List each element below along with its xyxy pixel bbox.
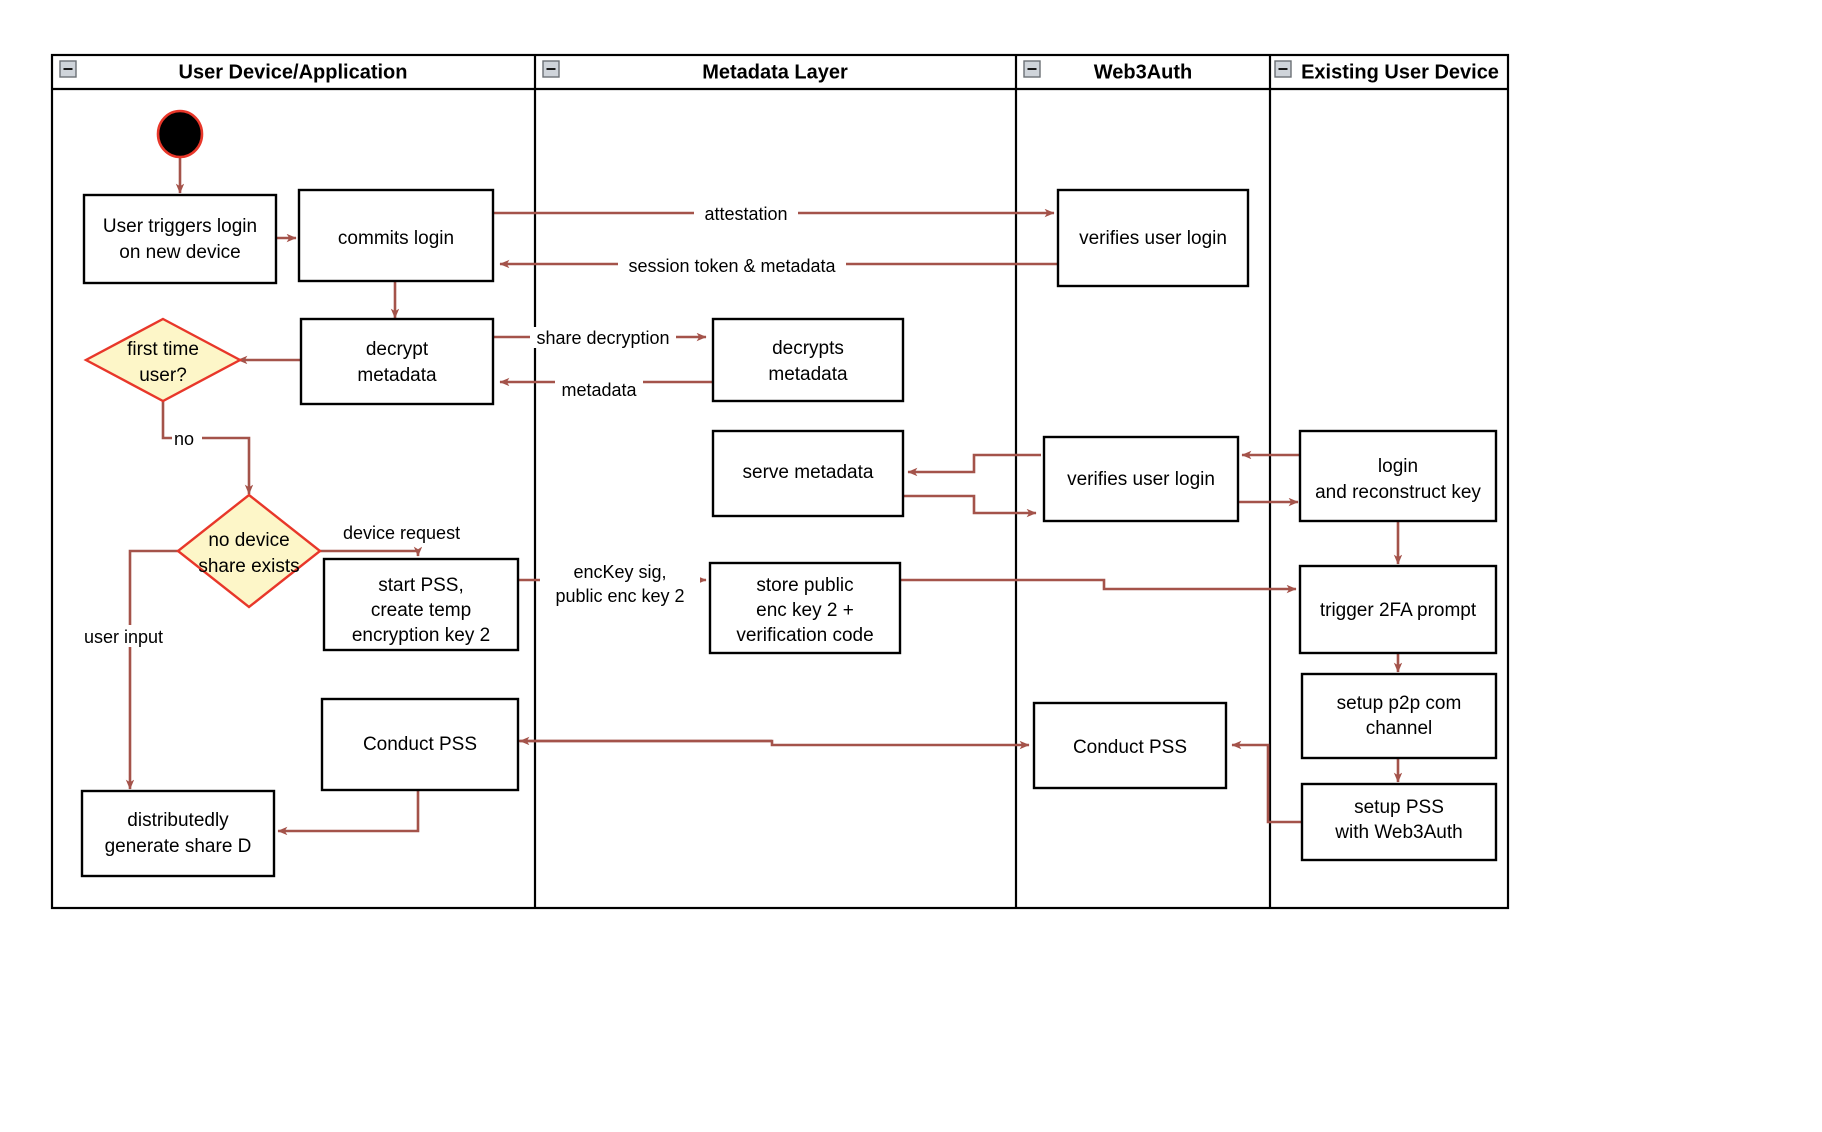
edge-label-attestation: attestation	[694, 203, 798, 224]
edge-label-metadata: metadata	[555, 379, 643, 400]
node-label-line: share exists	[198, 556, 299, 577]
lane-header-user-device[interactable]: User Device/Application	[59, 60, 408, 83]
lane-title-web3auth: Web3Auth	[1094, 61, 1193, 83]
edge-label-text: share decryption	[536, 328, 669, 348]
edge-label-text: device request	[343, 523, 460, 543]
node-no-device-share-exists[interactable]: no device share exists	[176, 493, 322, 609]
minus-box-icon[interactable]	[542, 60, 560, 78]
node-label-line: verification code	[736, 625, 873, 646]
node-label-line: setup p2p com	[1337, 693, 1462, 714]
node-login-and-reconstruct-key[interactable]: login and reconstruct key	[1298, 429, 1498, 523]
edge-label-text: metadata	[561, 380, 637, 400]
node-label-line: metadata	[357, 365, 437, 386]
node-label-line: Conduct PSS	[1073, 737, 1187, 758]
node-label-line: first time	[127, 339, 199, 360]
node-setup-pss-with-web3auth[interactable]: setup PSS with Web3Auth	[1300, 782, 1498, 862]
lane-header-metadata-layer[interactable]: Metadata Layer	[542, 60, 848, 83]
node-label-line: create temp	[371, 600, 471, 621]
node-label-line: distributedly	[127, 810, 229, 831]
node-serve-metadata[interactable]: serve metadata	[711, 429, 905, 518]
node-user-triggers-login[interactable]: User triggers login on new device	[82, 193, 278, 285]
node-decrypt-metadata[interactable]: decrypt metadata	[299, 317, 495, 406]
node-label-line: generate share D	[105, 836, 252, 857]
node-label-line: metadata	[768, 364, 848, 385]
edge-label-enckey-sig: encKey sig, public enc key 2	[540, 561, 700, 607]
edge-label-text: encKey sig,	[573, 562, 666, 582]
edge-label-user-input: user input	[82, 625, 178, 647]
node-trigger-2fa-prompt[interactable]: trigger 2FA prompt	[1298, 564, 1498, 655]
node-commits-login[interactable]: commits login	[297, 188, 495, 283]
node-label-line: serve metadata	[743, 462, 874, 483]
node-label-line: trigger 2FA prompt	[1320, 600, 1477, 621]
node-verifies-user-login-top[interactable]: verifies user login	[1056, 188, 1250, 288]
flow-verifies-user-login-to-serve-metadata	[907, 453, 1041, 477]
node-label-line: decrypt	[366, 339, 429, 360]
node-label-line: user?	[139, 365, 187, 386]
node-first-time-user[interactable]: first time user?	[83, 317, 243, 403]
edge-label-text: public enc key 2	[555, 586, 684, 606]
lane-title-metadata-layer: Metadata Layer	[702, 61, 848, 83]
node-label-line: no device	[208, 530, 289, 551]
edge-label-session-token-metadata: session token & metadata	[618, 254, 846, 276]
node-label-line: enc key 2 +	[756, 600, 854, 621]
flow-user-input	[125, 549, 181, 790]
edge-label-no: no	[172, 429, 202, 449]
node-label-line: encryption key 2	[352, 625, 490, 646]
flow-no-branch	[161, 400, 254, 495]
edge-label-share-decryption: share decryption	[530, 327, 676, 348]
edge-label-text: no	[174, 429, 194, 449]
node-label-line: decrypts	[772, 338, 844, 359]
flow-serve-metadata-to-verifies-user-login	[903, 494, 1037, 518]
node-label-line: User triggers login	[103, 216, 257, 237]
node-conduct-pss-user[interactable]: Conduct PSS	[320, 697, 520, 792]
node-label-line: on new device	[119, 242, 240, 263]
edge-label-device-request: device request	[343, 523, 460, 543]
node-label-line: channel	[1366, 718, 1433, 739]
node-label-line: with Web3Auth	[1334, 822, 1462, 843]
flow-store-enc-key-to-trigger-2fa	[901, 578, 1297, 594]
edge-label-text: user input	[84, 627, 163, 647]
node-setup-p2p-com-channel[interactable]: setup p2p com channel	[1300, 672, 1498, 760]
node-label-line: login	[1378, 456, 1418, 477]
edge-label-text: attestation	[704, 204, 787, 224]
node-store-public-enc-key[interactable]: store public enc key 2 + verification co…	[708, 561, 902, 655]
edge-label-text: session token & metadata	[628, 256, 836, 276]
node-label-line: Conduct PSS	[363, 734, 477, 755]
lane-title-existing-user-device: Existing User Device	[1301, 61, 1499, 83]
node-label-line: commits login	[338, 228, 454, 249]
node-label-line: setup PSS	[1354, 797, 1444, 818]
node-label-line: store public	[756, 575, 853, 596]
lane-header-existing-user-device[interactable]: Existing User Device	[1274, 60, 1499, 83]
node-start-pss-create-temp-key[interactable]: start PSS, create temp encryption key 2	[322, 557, 520, 652]
node-label-line: verifies user login	[1067, 469, 1215, 490]
lane-header-web3auth[interactable]: Web3Auth	[1023, 60, 1193, 83]
node-label-line: start PSS,	[378, 575, 464, 596]
lane-title-user-device: User Device/Application	[179, 61, 408, 83]
node-verifies-user-login-mid[interactable]: verifies user login	[1042, 435, 1240, 523]
minus-box-icon[interactable]	[1274, 60, 1292, 78]
minus-box-icon[interactable]	[1023, 60, 1041, 78]
node-label-line: and reconstruct key	[1315, 482, 1481, 503]
flow-device-request	[318, 546, 423, 557]
flow-conduct-pss-to-generate-share-d	[277, 789, 420, 836]
start-node	[156, 109, 204, 159]
node-label-line: verifies user login	[1079, 228, 1227, 249]
minus-box-icon[interactable]	[59, 60, 77, 78]
flow-setup-pss-to-conduct-pss-web3auth	[1231, 740, 1302, 824]
node-distributedly-generate-share-d[interactable]: distributedly generate share D	[80, 789, 276, 878]
node-decrypts-metadata[interactable]: decrypts metadata	[711, 317, 905, 403]
node-conduct-pss-web3auth[interactable]: Conduct PSS	[1032, 701, 1228, 790]
